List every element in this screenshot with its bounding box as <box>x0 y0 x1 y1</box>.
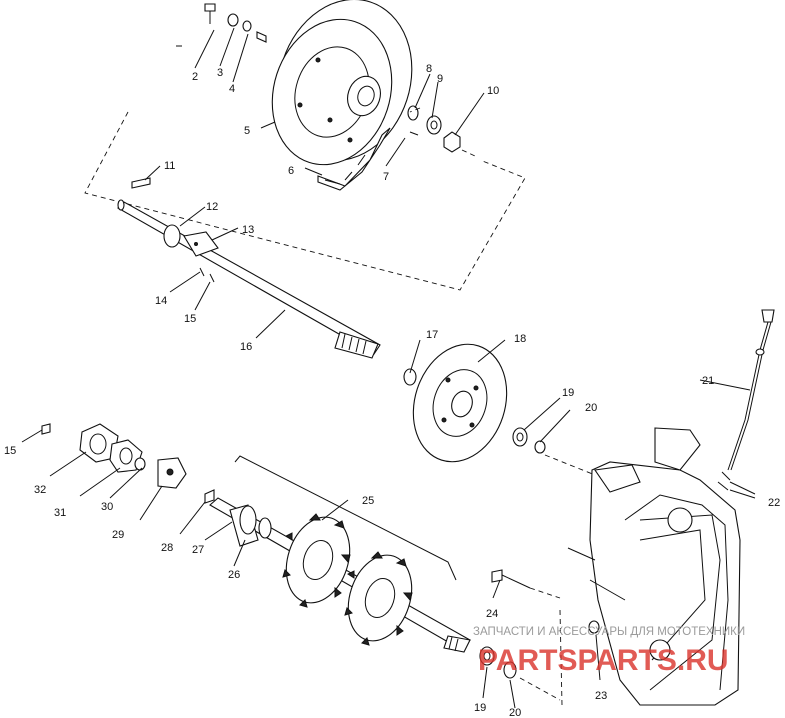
callout-32: 32 <box>34 484 46 496</box>
upper-bearing-set <box>512 427 546 454</box>
callout-14: 14 <box>155 295 167 307</box>
pulley-fasteners <box>407 105 461 153</box>
housing-bolts <box>491 569 600 634</box>
callout-7: 7 <box>383 171 389 183</box>
chaincase-housing <box>567 427 741 706</box>
callout-17: 17 <box>426 329 438 341</box>
alignment-lines <box>409 107 596 706</box>
callout-30: 30 <box>101 501 113 513</box>
callout-10: 10 <box>487 85 499 97</box>
watermark-tagline: ЗАПЧАСТИ И АКСЕССУАРЫ ДЛЯ МОТОТЕХНИКИ <box>473 626 745 638</box>
watermark: ЗАПЧАСТИ И АКСЕССУАРЫ ДЛЯ МОТОТЕХНИКИ PA… <box>473 626 745 677</box>
callout-4: 4 <box>229 83 235 95</box>
callout-9: 9 <box>437 73 443 85</box>
sprocket-outer <box>344 551 413 646</box>
leader-lines <box>21 27 756 709</box>
upper-assembly-dashed-outline <box>84 111 526 291</box>
callout-24: 24 <box>486 608 498 620</box>
drive-pulley <box>271 0 413 191</box>
callout-15: 15 <box>184 313 196 325</box>
callout-16: 16 <box>240 341 252 353</box>
callout-25: 25 <box>362 495 374 507</box>
sprocket-group-bracket <box>234 455 457 581</box>
callout-20: 20 <box>585 402 597 414</box>
sprocket-inner <box>282 513 351 608</box>
callout-15-left: 15 <box>4 445 16 457</box>
callout-23: 23 <box>595 690 607 702</box>
drive-shaft <box>117 177 381 359</box>
callout-2: 2 <box>192 71 198 83</box>
callout-20-lower: 20 <box>509 707 521 718</box>
callout-29: 29 <box>112 529 124 541</box>
callout-28: 28 <box>161 542 173 554</box>
watermark-brand: PARTSPARTS.RU <box>478 644 729 677</box>
callout-27: 27 <box>192 544 204 556</box>
callout-19-lower: 19 <box>474 702 486 714</box>
cable-clip <box>717 471 731 491</box>
brake-disc <box>403 343 508 463</box>
bearing-flanges-left <box>41 423 187 489</box>
callout-3: 3 <box>217 67 223 79</box>
callout-12: 12 <box>206 201 218 213</box>
callout-18: 18 <box>514 333 526 345</box>
bolt-and-washers-top <box>204 3 267 43</box>
callout-5: 5 <box>244 125 250 137</box>
callout-6: 6 <box>288 165 294 177</box>
lower-bearing-set <box>479 646 517 679</box>
callout-31: 31 <box>54 507 66 519</box>
callout-labels: 2 3 4 5 6 7 8 9 10 11 12 13 14 15 16 17 … <box>4 63 780 718</box>
speedometer-cable <box>727 309 775 471</box>
callout-19: 19 <box>562 387 574 399</box>
callout-21: 21 <box>702 375 714 387</box>
callout-26: 26 <box>228 569 240 581</box>
callout-13: 13 <box>242 224 254 236</box>
callout-8: 8 <box>426 63 432 75</box>
callout-22: 22 <box>768 497 780 509</box>
callout-11: 11 <box>164 160 175 172</box>
